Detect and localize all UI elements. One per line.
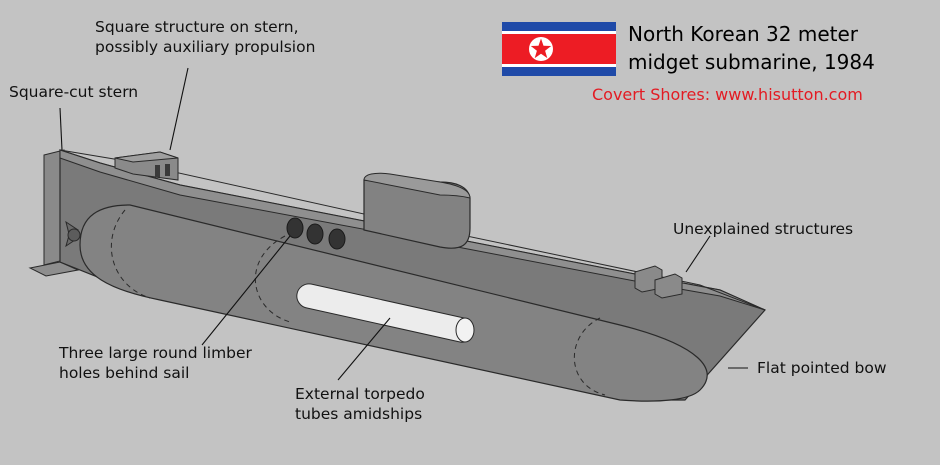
unexplained-structures [634,265,683,299]
limber-holes [286,217,346,250]
flag-star-icon [530,38,552,59]
propeller-icon [65,220,81,248]
stern-structure-label: Square structure on stern, possibly auxi… [95,18,316,56]
torpedo-tubes-label: External torpedo tubes amidships [295,385,425,423]
torpedo-tube [296,283,475,343]
bow-label: Flat pointed bow [757,359,887,377]
stern-fin [28,149,80,277]
page-title: North Korean 32 meter midget submarine, … [628,22,875,74]
square-cut-stern-label: Square-cut stern [9,83,139,101]
north-korea-flag [502,22,616,76]
unexplained-structures-label: Unexplained structures [673,220,854,238]
sail [363,172,471,249]
stern-square-structure [114,151,179,181]
limber-holes-label: Three large round limber holes behind sa… [59,344,252,382]
leader-lines [59,67,748,381]
credit-text: Covert Shores: www.hisutton.com [592,85,863,104]
